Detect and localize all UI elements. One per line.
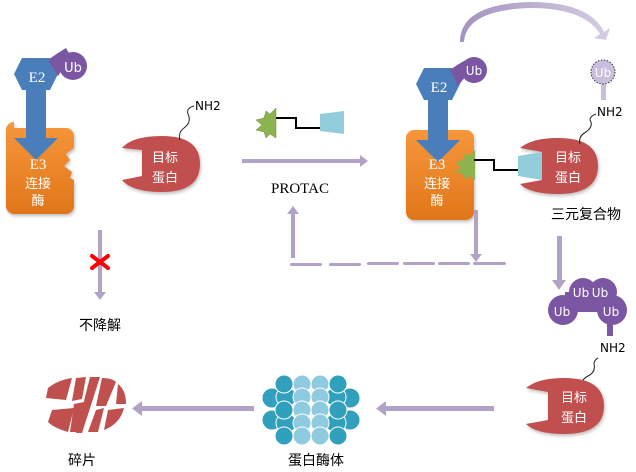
proteasome-icon bbox=[261, 374, 361, 446]
ternary-target-label-1: 目标 bbox=[555, 151, 581, 166]
transferred-ub-stem bbox=[601, 84, 606, 100]
ub-label: Ub bbox=[64, 61, 82, 76]
nh2-label: NH2 bbox=[195, 99, 221, 113]
fragments-label: 碎片 bbox=[68, 453, 96, 469]
ternary-e3-ligand-star bbox=[455, 150, 475, 180]
e2-enzyme-shape bbox=[14, 58, 58, 160]
proteasome-label: 蛋白酶体 bbox=[288, 453, 344, 469]
ternary-e2-enzyme-shape bbox=[416, 68, 460, 162]
ubiquitinated-target-shape bbox=[526, 378, 604, 434]
to-proteasome-arrow bbox=[376, 401, 494, 416]
ubiquitination-arrow bbox=[552, 236, 566, 290]
ub-circle bbox=[59, 52, 87, 80]
left-e3-complex: Ub E2 E3 连接 酶 bbox=[6, 48, 87, 214]
ternary-e2-label: E2 bbox=[431, 80, 448, 96]
proteasome-subunit bbox=[328, 426, 348, 446]
nh2-tether bbox=[179, 105, 195, 141]
proteasome-subunit bbox=[292, 426, 312, 446]
recycle-loop-arrow bbox=[287, 206, 506, 266]
polyubiquitin-chain: Ub Ub Ub Ub NH2 bbox=[548, 278, 627, 389]
proteasome-subunit bbox=[310, 426, 330, 446]
ternary-ub-label: Ub bbox=[466, 64, 482, 78]
proteasome-subunit bbox=[328, 374, 348, 394]
protac-molecule bbox=[255, 107, 344, 139]
cross-mark-icon bbox=[90, 254, 110, 270]
proteasome-subunit bbox=[274, 374, 294, 394]
target-ligand-trapezoid bbox=[320, 111, 344, 134]
ternary-nh2-tether bbox=[579, 113, 597, 145]
ternary-ub-circle bbox=[461, 57, 487, 83]
ternary-e3-label: E3 bbox=[429, 157, 446, 173]
ternary-linker bbox=[474, 159, 520, 171]
polyub-label-3: Ub bbox=[592, 286, 608, 300]
polyub-label-2: Ub bbox=[573, 286, 589, 300]
protac-label: PROTAC bbox=[271, 181, 329, 197]
e2-label: E2 bbox=[29, 70, 46, 86]
ternary-e3-sub-label-2: 酶 bbox=[430, 193, 443, 209]
ternary-e3-ligase-shape bbox=[406, 130, 474, 220]
target-label-1: 目标 bbox=[152, 151, 178, 166]
ubiquitinated-target-label-2: 蛋白 bbox=[561, 410, 587, 426]
no-degradation-arrow bbox=[90, 230, 110, 300]
protac-arrow bbox=[242, 155, 368, 167]
target-protein-shape bbox=[122, 136, 200, 192]
ternary-target-label-2: 蛋白 bbox=[555, 170, 581, 186]
left-target-protein: NH2 目标 蛋白 bbox=[122, 99, 221, 192]
e3-label: E3 bbox=[30, 157, 47, 173]
polyub-label-1: Ub bbox=[554, 305, 570, 319]
e3-sub-label-1: 连接 bbox=[25, 176, 51, 192]
polyub-nh2-label: NH2 bbox=[600, 341, 626, 355]
ternary-target-protein-shape bbox=[520, 138, 598, 194]
degraded-fragments bbox=[46, 377, 126, 433]
proteasome-subunit bbox=[328, 400, 348, 420]
transferred-ub-circle bbox=[590, 59, 616, 85]
e3-ligand-star bbox=[255, 107, 277, 139]
proteasome-subunit bbox=[274, 400, 294, 420]
no-degradation-label: 不降解 bbox=[79, 318, 121, 334]
protac-linker bbox=[276, 117, 320, 129]
proteasome-subunit bbox=[274, 426, 294, 446]
ternary-target-ligand-trapezoid bbox=[518, 152, 542, 180]
ternary-e3-sub-label-1: 连接 bbox=[424, 176, 450, 192]
ubiquitinated-target-protein: 目标 蛋白 bbox=[526, 378, 604, 434]
ub-transfer-curve-arrow bbox=[460, 2, 610, 42]
to-fragments-arrow bbox=[132, 401, 254, 416]
polyub-label-4: Ub bbox=[603, 305, 619, 319]
ubiquitinated-target-label-1: 目标 bbox=[561, 391, 587, 406]
ternary-caption: 三元复合物 bbox=[551, 206, 621, 223]
transferred-ub-label: Ub bbox=[595, 66, 611, 80]
ternary-nh2-label: NH2 bbox=[597, 105, 623, 119]
ternary-complex: Ub E2 E3 连接 酶 目标 蛋白 Ub NH2 三元复合物 bbox=[406, 2, 623, 223]
e3-sub-label-2: 酶 bbox=[31, 193, 44, 209]
target-label-2: 蛋白 bbox=[152, 170, 178, 186]
